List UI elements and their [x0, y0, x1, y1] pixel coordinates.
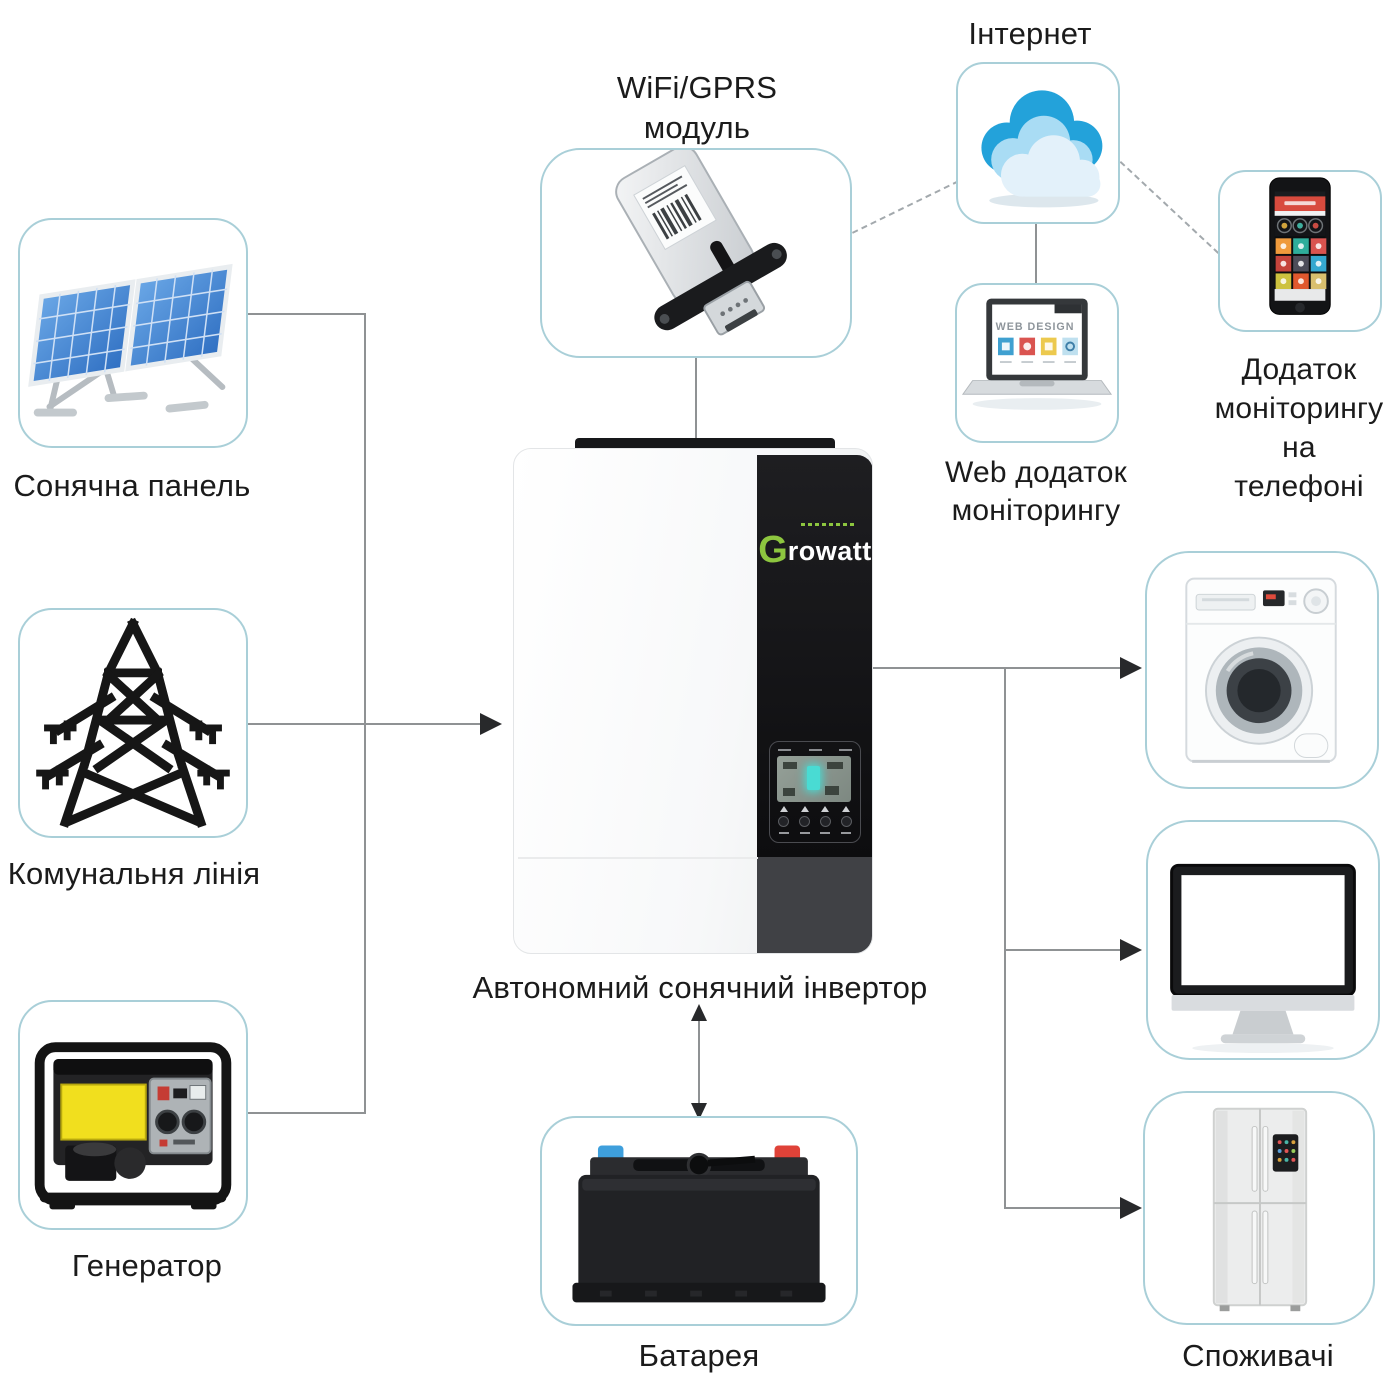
- web-app-label: Web додаток моніторингу: [945, 456, 1127, 527]
- connector-left-bus: [364, 313, 366, 1114]
- growatt-logo-text: rowatt: [787, 536, 872, 566]
- web-app-card: WEB DESIGN: [955, 283, 1119, 443]
- connector-bus-to-monitor: [1004, 949, 1120, 951]
- growatt-logo: Growatt: [757, 523, 872, 572]
- connector-inverter-battery: [698, 1020, 700, 1104]
- internet-label: Інтернет: [968, 16, 1092, 51]
- laptop-screen-title: WEB DESIGN: [996, 321, 1075, 333]
- inverter-bottom-section: [757, 857, 872, 953]
- inverter-label: Автономний сонячний інвертор: [472, 970, 928, 1005]
- lcd-glow: [807, 766, 820, 790]
- phone-app-label: Додаток моніторингу на телефоні: [1214, 353, 1384, 503]
- dashed-wifi-to-cloud: [852, 180, 959, 234]
- washing-machine-card: [1145, 551, 1379, 789]
- growatt-logo-g: G: [758, 529, 788, 571]
- fridge-icon: [1212, 1107, 1308, 1312]
- connector-generator-to-bus: [248, 1112, 366, 1114]
- connector-right-bus: [1004, 667, 1006, 1209]
- solar-panel-card: [18, 218, 248, 448]
- monitor-card: [1146, 820, 1380, 1060]
- monitor-icon: [1170, 863, 1356, 1054]
- inverter-seam: [518, 857, 758, 859]
- battery-icon: [572, 1145, 826, 1303]
- solar-panel-label: Сонячна панель: [13, 468, 251, 503]
- connector-bus-to-fridge: [1004, 1207, 1120, 1209]
- battery-label: Батарея: [638, 1338, 760, 1373]
- consumers-label: Споживачі: [1182, 1338, 1334, 1373]
- inverter-device: Growatt: [513, 438, 873, 954]
- inverter-body: Growatt: [513, 448, 873, 954]
- growatt-slogan-strip: [801, 523, 857, 526]
- inverter-status-leds: [778, 749, 852, 751]
- solar-panel-icon: [28, 263, 233, 417]
- wifi-module-label: WiFi/GPRS модуль: [616, 70, 778, 145]
- generator-icon: [34, 1042, 232, 1210]
- cloud-icon: [981, 90, 1103, 208]
- connector-inverter-to-washer: [872, 667, 1120, 669]
- inverter-front-panel: Growatt: [757, 455, 872, 857]
- utility-line-card: [18, 608, 248, 838]
- utility-line-label: Комунальня лінія: [7, 856, 261, 891]
- fridge-card: [1143, 1091, 1375, 1325]
- inverter-key-icons: [780, 806, 850, 812]
- connector-utility-to-inverter: [248, 723, 480, 725]
- arrow-into-washer-icon: [1120, 657, 1142, 679]
- generator-card: [18, 1000, 248, 1230]
- laptop-icon: WEB DESIGN: [961, 298, 1113, 410]
- arrow-into-fridge-icon: [1120, 1197, 1142, 1219]
- connector-solar-to-bus: [248, 313, 366, 315]
- generator-label: Генератор: [71, 1248, 223, 1283]
- wifi-module-icon: [615, 150, 787, 336]
- connector-wifi-to-inverter: [695, 357, 697, 441]
- internet-card: [956, 62, 1120, 224]
- arrow-into-inverter-icon: [480, 713, 502, 735]
- washing-machine-icon: [1185, 577, 1337, 763]
- arrow-down-icon: [691, 1103, 707, 1120]
- inverter-buttons: [778, 816, 852, 827]
- inverter-button-labels: [779, 832, 851, 834]
- phone-icon: [1269, 177, 1331, 315]
- inverter-lcd-screen: [777, 756, 851, 802]
- inverter-control-cluster: [769, 741, 861, 843]
- battery-card: [540, 1116, 858, 1326]
- arrow-up-icon: [691, 1004, 707, 1021]
- arrow-into-monitor-icon: [1120, 939, 1142, 961]
- phone-card: [1218, 170, 1382, 332]
- wifi-module-card: [540, 148, 852, 358]
- dashed-cloud-to-phone: [1119, 161, 1220, 254]
- connector-cloud-to-laptop: [1035, 223, 1037, 284]
- power-tower-icon: [36, 617, 230, 828]
